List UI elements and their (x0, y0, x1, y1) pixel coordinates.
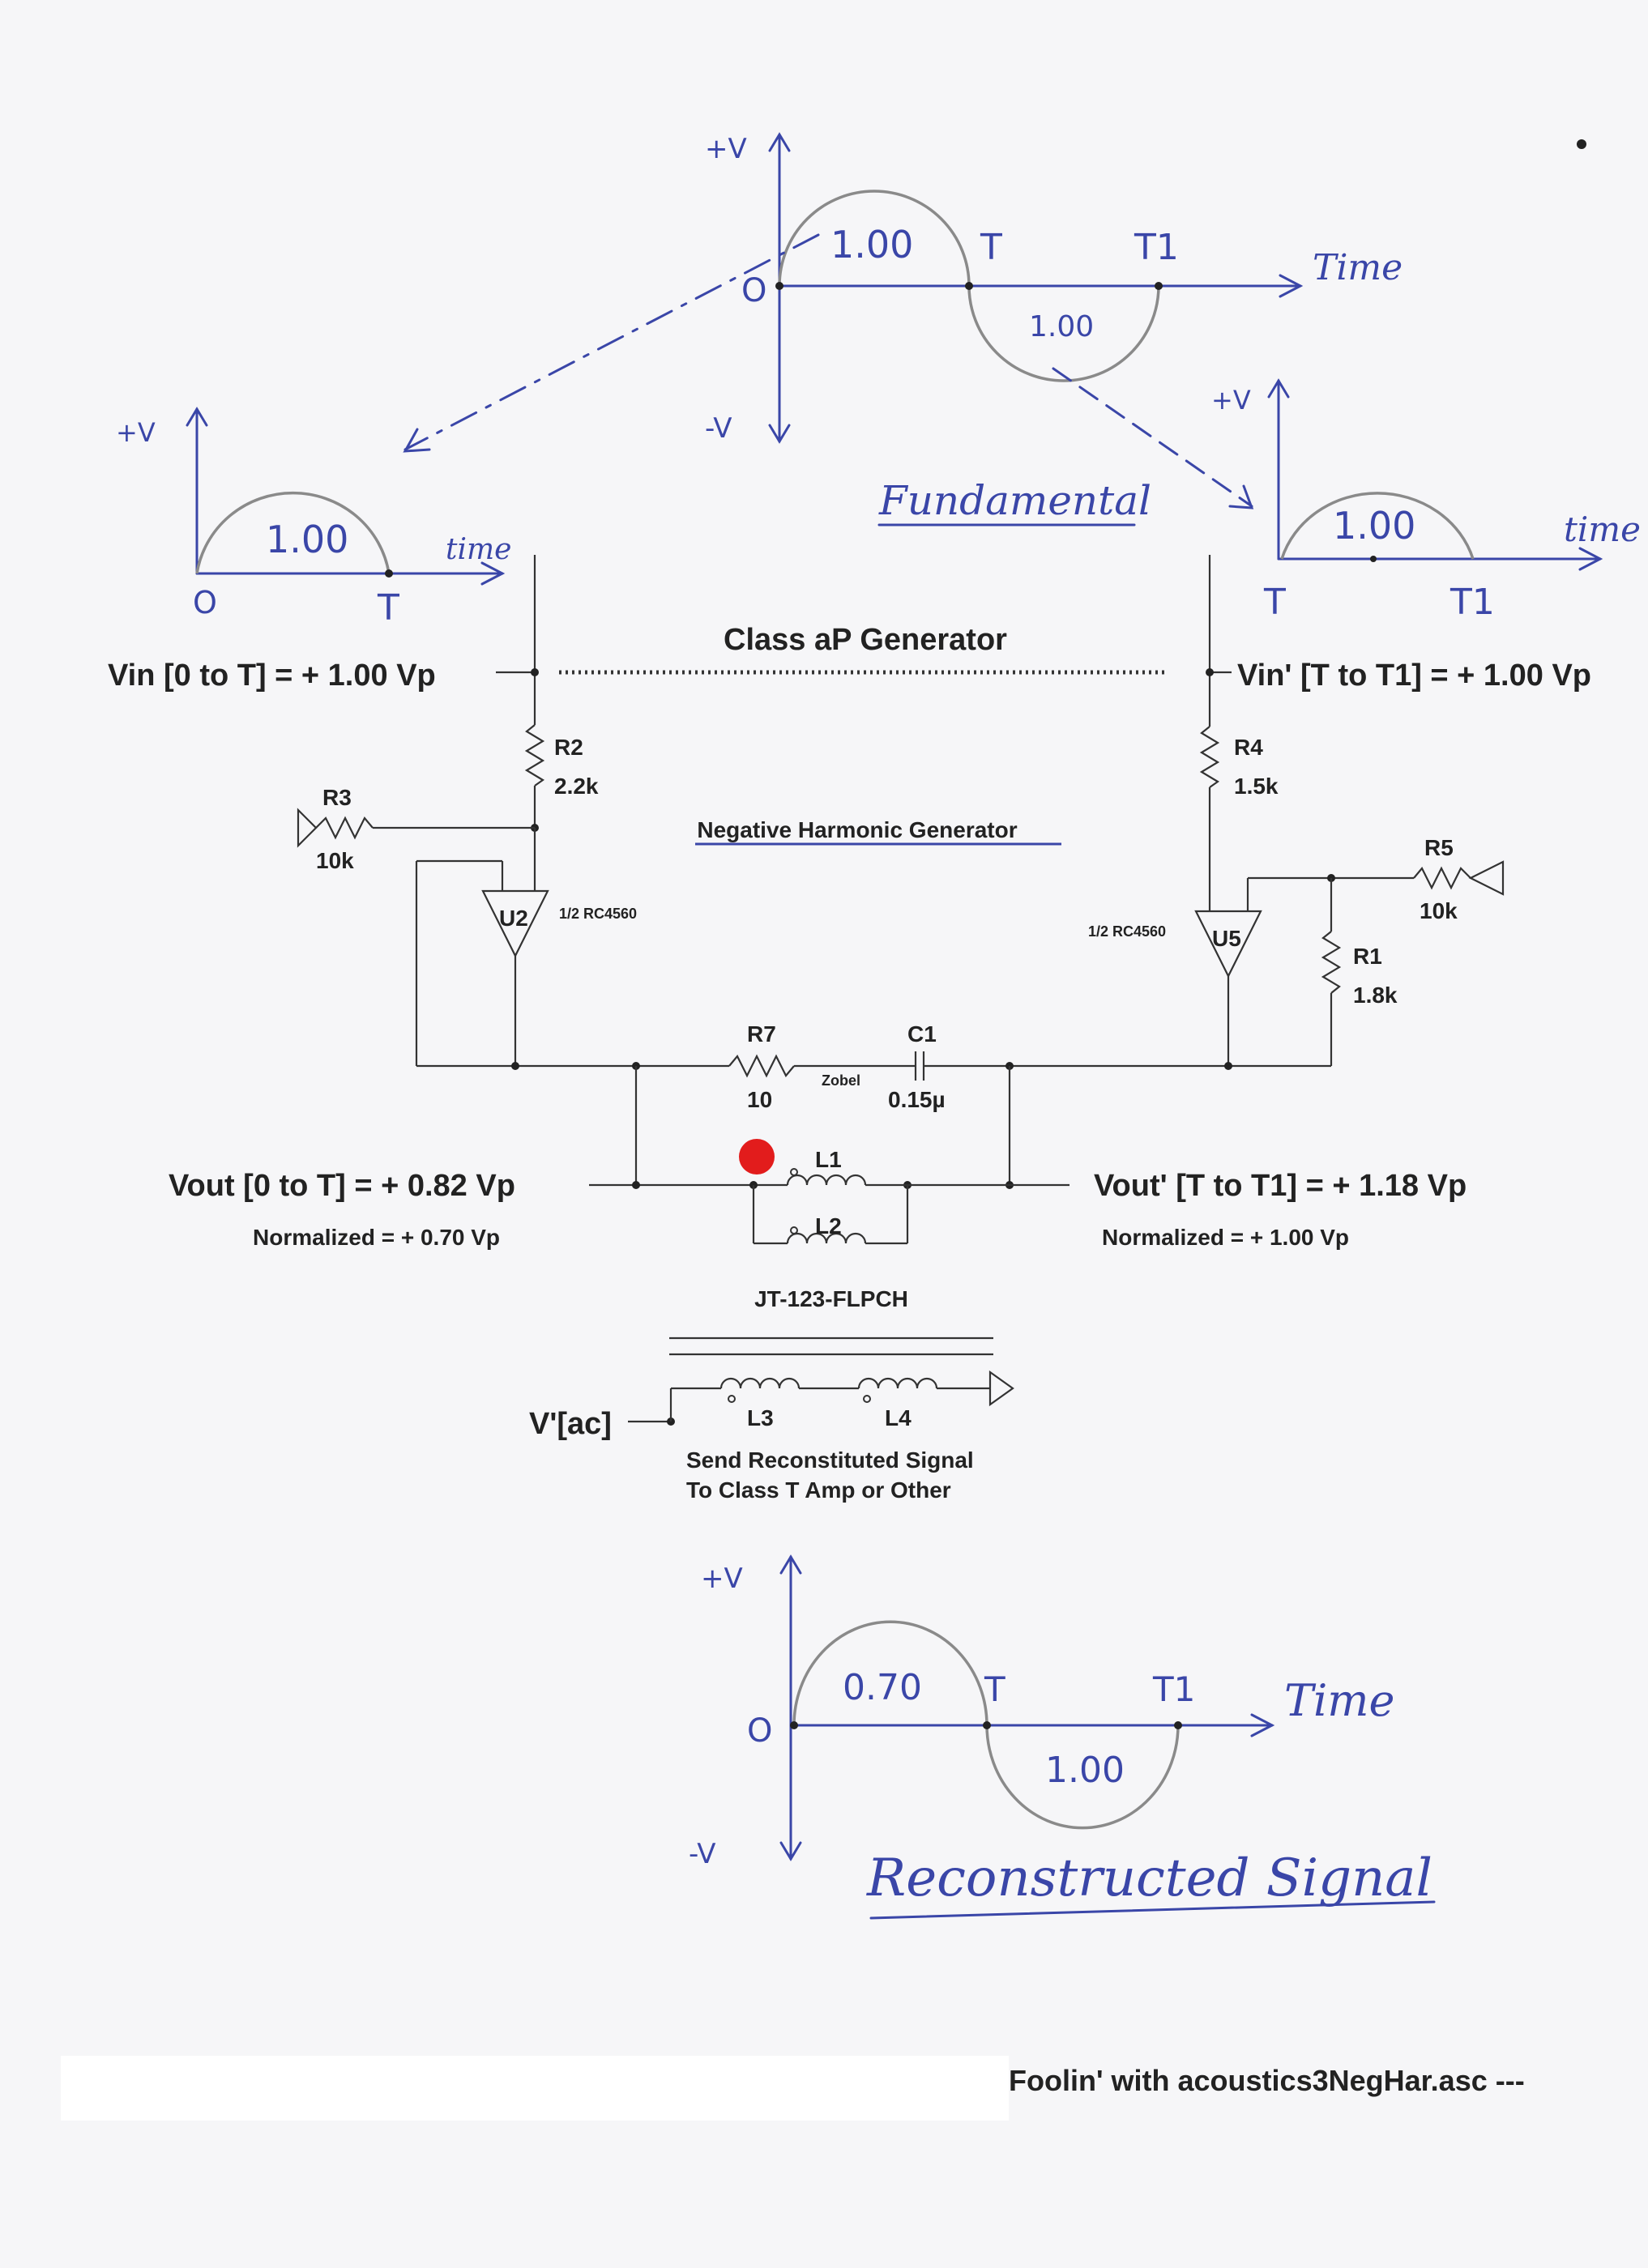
r4-value: 1.5k (1234, 774, 1279, 799)
right-t1-label: T1 (1449, 582, 1495, 623)
vin-right-label: Vin' [T to T1] = + 1.00 Vp (1237, 659, 1591, 693)
l2-inductor (786, 1232, 867, 1244)
right-time-label: time (1564, 509, 1641, 549)
r5-ground-symbol (1468, 860, 1505, 896)
vac-label: V'[ac] (529, 1407, 612, 1441)
footer-redaction (61, 2056, 1009, 2121)
top-positive-amplitude: 1.00 (830, 223, 913, 266)
u5-name: U5 (1212, 926, 1241, 951)
send-signal-line1: Send Reconstituted Signal (686, 1447, 974, 1473)
top-waveform-graph: +V -V O 1.00 1.00 T T1 Time (403, 132, 1403, 509)
l3-inductor (719, 1377, 801, 1389)
l3-name: L3 (747, 1405, 774, 1430)
reconstructed-signal-label: Reconstructed Signal (866, 1848, 1432, 1908)
bottom-minus-v-label: -V (689, 1838, 716, 1870)
l1-name: L1 (815, 1147, 842, 1172)
top-origin-label: O (741, 272, 766, 309)
circuit-title: Class aP Generator (724, 623, 1007, 657)
r5-value: 10k (1420, 898, 1458, 923)
secondary-ground-symbol (988, 1370, 1014, 1407)
r1-resistor (1321, 931, 1342, 994)
r3-ground-symbol (297, 808, 318, 848)
r7-value: 10 (747, 1087, 772, 1112)
zobel-label: Zobel (822, 1072, 860, 1089)
top-t1-label: T1 (1134, 227, 1179, 268)
u2-opamp (481, 889, 549, 958)
r1-value: 1.8k (1353, 983, 1398, 1008)
right-t-label: T (1263, 582, 1286, 623)
fundamental-label: Fundamental (878, 477, 1151, 524)
r3-name: R3 (322, 785, 352, 810)
u2-name: U2 (499, 906, 528, 931)
c1-value: 0.15µ (888, 1087, 946, 1112)
r5-resistor (1413, 866, 1471, 890)
bottom-plus-v-label: +V (701, 1562, 743, 1595)
left-amplitude: 1.00 (266, 518, 348, 561)
top-time-label: Time (1313, 247, 1403, 288)
left-time-label: time (446, 533, 511, 566)
r2-value: 2.2k (554, 774, 599, 799)
bottom-positive-amplitude: 0.70 (843, 1667, 922, 1708)
bottom-origin-label: O (747, 1712, 772, 1750)
bottom-t1-label: T1 (1152, 1669, 1195, 1709)
r7-resistor (728, 1054, 795, 1078)
top-minus-v-label: -V (705, 412, 732, 445)
left-origin-label: O (193, 585, 217, 620)
stray-mark (1577, 139, 1586, 149)
reconstructed-underline (869, 1900, 1436, 1920)
u5-part: 1/2 RC4560 (1088, 923, 1166, 940)
right-plus-v-label: +V (1211, 385, 1251, 416)
bottom-time-label: Time (1284, 1675, 1394, 1726)
r3-value: 10k (316, 848, 354, 873)
u5-opamp (1194, 910, 1262, 978)
left-plus-v-label: +V (116, 417, 156, 448)
r7-name: R7 (747, 1021, 776, 1047)
bottom-negative-amplitude: 1.00 (1045, 1750, 1125, 1791)
r4-resistor (1199, 726, 1220, 788)
left-t-label: T (377, 587, 399, 629)
r1-name: R1 (1353, 944, 1382, 969)
vout-left-normalized: Normalized = + 0.70 Vp (253, 1225, 500, 1250)
left-waveform-graph: +V O 1.00 T time (116, 407, 511, 629)
r2-resistor (524, 724, 545, 787)
red-marker-dot (739, 1139, 775, 1174)
vin-left-label: Vin [0 to T] = + 1.00 Vp (108, 659, 436, 693)
top-negative-amplitude: 1.00 (1029, 310, 1094, 343)
c1-name: C1 (907, 1021, 937, 1047)
reconstructed-waveform-graph: +V -V O 0.70 1.00 T T1 Time Reconstructe… (689, 1554, 1436, 1920)
l4-inductor (857, 1377, 938, 1389)
circuit-subtitle: Negative Harmonic Generator (697, 817, 1017, 842)
r5-name: R5 (1424, 835, 1454, 860)
l2-name: L2 (815, 1213, 842, 1238)
bottom-t-label: T (984, 1669, 1005, 1709)
l4-name: L4 (885, 1405, 912, 1430)
r2-name: R2 (554, 735, 583, 760)
vout-left-label: Vout [0 to T] = + 0.82 Vp (169, 1169, 515, 1203)
r4-name: R4 (1234, 735, 1263, 760)
transformer-label: JT-123-FLPCH (754, 1286, 908, 1311)
l1-inductor (786, 1174, 867, 1186)
u2-part: 1/2 RC4560 (559, 906, 637, 922)
vout-right-normalized: Normalized = + 1.00 Vp (1102, 1225, 1349, 1250)
circuit: Class aP Generator Negative Harmonic Gen… (108, 555, 1591, 1503)
top-plus-v-label: +V (705, 133, 747, 165)
send-signal-line2: To Class T Amp or Other (686, 1477, 951, 1503)
footer-filename: Foolin' with acoustics3NegHar.asc --- (1009, 2064, 1525, 2097)
top-t-label: T (980, 227, 1002, 268)
right-waveform-graph: +V 1.00 T T1 time (1211, 378, 1641, 623)
vout-right-label: Vout' [T to T1] = + 1.18 Vp (1094, 1169, 1467, 1203)
r3-resistor (315, 816, 374, 840)
right-amplitude: 1.00 (1333, 504, 1415, 548)
